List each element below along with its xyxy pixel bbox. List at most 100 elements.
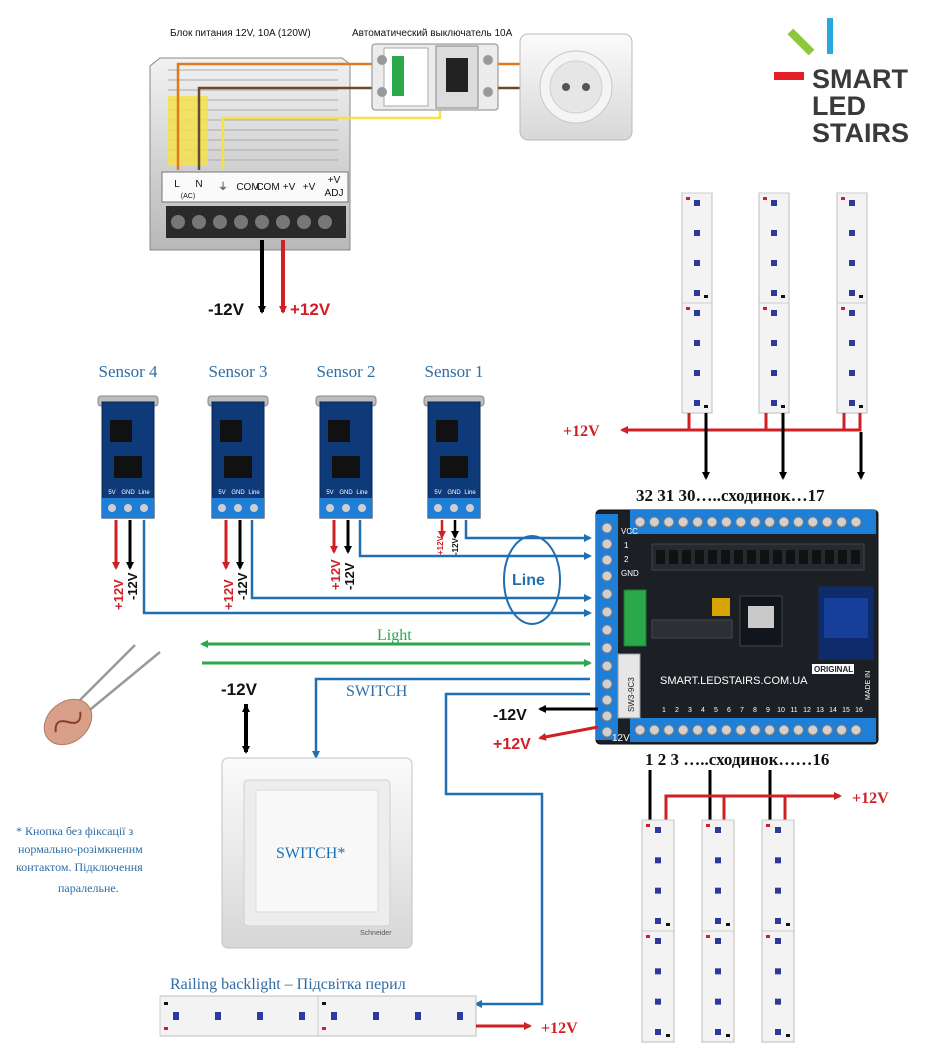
channel-number: 15 <box>842 707 850 714</box>
terminal-screw <box>792 516 804 528</box>
sw-chip <box>617 653 641 719</box>
terminal-screw <box>601 554 613 566</box>
channel-number: 10 <box>777 707 785 714</box>
svg-text:ADJ: ADJ <box>325 188 344 199</box>
terminal-screw <box>634 516 646 528</box>
terminal-screw <box>821 516 833 528</box>
led-chip <box>694 260 700 266</box>
svg-text:-12V: -12V <box>125 572 140 600</box>
led-chip <box>655 857 661 864</box>
svg-text:GND: GND <box>621 569 639 578</box>
wall-switch: SWITCH* Schneider <box>221 757 413 949</box>
led-chip <box>771 200 777 206</box>
logo-line1: SMART <box>812 64 908 94</box>
top-led-strip-2 <box>758 192 790 414</box>
sensor-terminal <box>358 504 366 512</box>
svg-text:+12V: +12V <box>111 579 126 610</box>
svg-text:MADE IN: MADE IN <box>865 671 872 700</box>
led-chip <box>715 938 721 944</box>
svg-text:COM: COM <box>236 182 259 193</box>
led-chip <box>775 827 781 833</box>
original-badge <box>812 664 854 674</box>
led-chip <box>299 1012 305 1020</box>
channel-number: 2 <box>675 707 679 714</box>
psu-screw-terminals <box>166 206 346 238</box>
top-strips-wiring: +12V 32 31 30…..сходинок…17 <box>563 413 865 505</box>
svg-text:12V: 12V <box>612 733 630 744</box>
terminal-screw <box>601 588 613 600</box>
led-chip <box>715 857 721 864</box>
top-led-strips <box>681 192 868 414</box>
terminal-screw <box>706 516 718 528</box>
ac-wire-n <box>197 86 372 170</box>
terminal-screw <box>735 516 747 528</box>
terminal-screw <box>601 606 613 618</box>
switch-wire-label: SWITCH <box>346 683 408 700</box>
led-chip <box>849 370 855 376</box>
led-chip <box>415 1012 421 1020</box>
terminal-screw <box>836 724 848 736</box>
channel-number: 7 <box>740 707 744 714</box>
terminal-screw <box>778 516 790 528</box>
channel-number: 1 <box>662 707 666 714</box>
switch-minus-label: -12V <box>221 680 258 699</box>
terminal-screw <box>850 516 862 528</box>
railing-wiring: +12V <box>476 1020 578 1037</box>
svg-text:-12V: -12V <box>342 562 357 590</box>
mosfet <box>760 550 769 564</box>
svg-text:+12V: +12V <box>221 579 236 610</box>
led-chip <box>775 998 781 1005</box>
railing-title: Railing backlight – Підсвітка перил <box>170 976 406 993</box>
led-chip <box>715 918 721 924</box>
channel-number: 3 <box>688 707 692 714</box>
board-minus-label: -12V <box>493 707 527 724</box>
terminal-screw <box>749 724 761 736</box>
led-chip <box>694 400 700 406</box>
bottom-led-strip-3 <box>761 819 795 1043</box>
led-chip <box>771 400 777 406</box>
terminal-screw <box>601 678 613 690</box>
sensor-pin-label: Line <box>464 490 476 496</box>
mosfet <box>825 550 834 564</box>
railing-plus-label: +12V <box>541 1020 578 1037</box>
left-terminal-screws <box>601 522 613 738</box>
controller-board: SW3-9C3 SMART.LEDSTAIRS.COM.UA ORIGINAL … <box>595 509 879 745</box>
svg-text:(AC): (AC) <box>181 193 195 200</box>
channel-number: 5 <box>714 707 718 714</box>
sensor-pin-label: Line <box>248 490 260 496</box>
terminal-screw <box>692 516 704 528</box>
terminal-screw <box>807 516 819 528</box>
led-chip <box>775 887 781 894</box>
svg-text:2: 2 <box>624 555 629 564</box>
power-supply: Блок питания 12V, 10A (120W) L N ⏚ COM C… <box>149 28 442 319</box>
sensor-pin-label: 5V <box>218 490 225 496</box>
led-chip <box>457 1012 463 1020</box>
sensor-terminal <box>450 504 458 512</box>
terminal-screw <box>807 724 819 736</box>
terminal-screw <box>821 724 833 736</box>
sensor-pin-label: 5V <box>326 490 333 496</box>
sensor-terminal <box>250 504 258 512</box>
logo-green-bar <box>787 28 815 56</box>
sensor-pin-label: 5V <box>434 490 441 496</box>
led-chip <box>655 998 661 1005</box>
terminal-screw <box>601 694 613 706</box>
led-chip <box>655 918 661 924</box>
bottom-led-strip-2 <box>701 819 735 1043</box>
sensor-pin-label: GND <box>231 490 245 496</box>
terminal-screw <box>601 538 613 550</box>
sensor-title: Sensor 3 <box>208 362 267 381</box>
led-chip <box>694 310 700 316</box>
svg-text:нормально-розімкненим: нормально-розімкненим <box>18 842 143 856</box>
svg-text:+V: +V <box>283 182 296 193</box>
led-chip <box>694 290 700 296</box>
led-chip <box>715 968 721 975</box>
led-chip <box>849 290 855 296</box>
switch-label: SWITCH* <box>276 845 345 862</box>
led-chip <box>331 1012 337 1020</box>
svg-text:N: N <box>195 179 202 190</box>
terminal-screw <box>601 570 613 582</box>
